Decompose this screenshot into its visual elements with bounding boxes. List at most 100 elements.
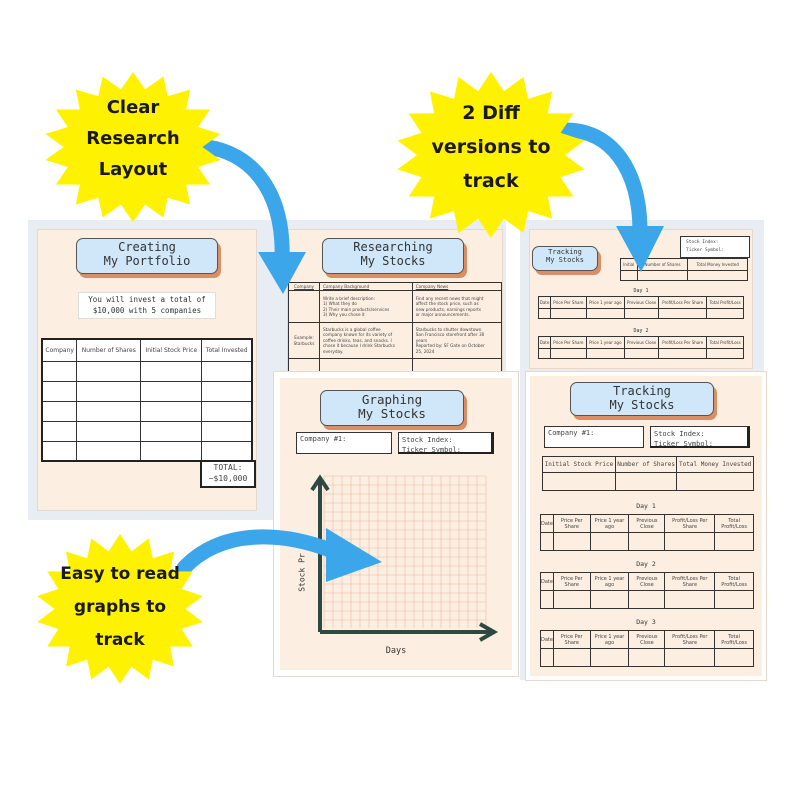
table-cell[interactable] — [76, 420, 142, 442]
table-cell[interactable] — [585, 308, 625, 319]
table-cell[interactable] — [41, 420, 78, 442]
table-cell[interactable] — [676, 472, 754, 491]
table-cell[interactable] — [714, 590, 754, 609]
header-cell: Total Profit/Loss — [714, 514, 754, 533]
table-cell[interactable] — [706, 348, 744, 359]
table-cell[interactable] — [41, 440, 78, 462]
table-cell[interactable] — [550, 308, 587, 319]
table-cell[interactable] — [201, 400, 253, 422]
investment-note: You will invest a total of $10,000 with … — [78, 292, 216, 319]
text-line: 3) Why you chose it — [323, 311, 365, 317]
table-cell[interactable] — [201, 380, 253, 402]
table-cell[interactable] — [76, 400, 142, 422]
table-cell[interactable] — [319, 358, 413, 379]
table-cell[interactable] — [41, 400, 78, 422]
header-cell: Price Per Share — [550, 296, 587, 309]
text-line: company known for its variety of — [323, 332, 393, 338]
table-cell[interactable] — [41, 380, 78, 402]
table-cell[interactable] — [589, 532, 630, 551]
field-label: Company #1: — [548, 429, 595, 437]
callout-line: Clear — [106, 97, 160, 118]
table-cell[interactable] — [540, 590, 554, 609]
header-cell: Total Invested — [201, 338, 253, 362]
table-cell[interactable] — [288, 358, 320, 379]
table-cell[interactable] — [140, 360, 203, 382]
header-cell: Previous Close — [623, 296, 660, 309]
example-cell: Starbucks is a global coffee company kno… — [319, 322, 413, 359]
text-line: Starbucks to shutter downtown — [415, 326, 482, 332]
title-line: My Stocks — [358, 406, 426, 422]
header-cell: Previous Close — [628, 630, 666, 649]
note-line: You will invest a total of — [88, 295, 206, 304]
table-cell[interactable] — [620, 270, 638, 281]
table-cell[interactable] — [552, 648, 591, 667]
y-axis-arrow — [310, 474, 330, 492]
table-cell[interactable] — [41, 360, 78, 382]
company-field[interactable]: Company #1: — [544, 426, 644, 448]
header-cell: Company — [41, 338, 78, 362]
table-cell[interactable] — [628, 590, 666, 609]
header-cell: Total Profit/Loss — [714, 572, 754, 591]
table-cell[interactable] — [537, 308, 552, 319]
table-cell[interactable] — [411, 358, 503, 379]
text-line: 2) Their main products/services — [323, 306, 390, 312]
title-line: My Stocks — [609, 397, 675, 412]
header-cell: Total Money Invested — [687, 258, 748, 271]
header-cell: Previous Close — [628, 572, 666, 591]
day-table: Date Price Per Share Price 1 year ago Pr… — [537, 336, 744, 359]
table-cell[interactable] — [540, 648, 554, 667]
table-cell[interactable] — [201, 440, 253, 462]
stock-index-field[interactable]: Stock Index: Ticker Symbol: — [680, 236, 750, 258]
table-cell[interactable] — [589, 590, 630, 609]
table-cell[interactable] — [140, 380, 203, 402]
table-cell[interactable] — [585, 348, 625, 359]
table-cell[interactable] — [628, 648, 666, 667]
header-cell: Initial Stock Price — [542, 456, 616, 473]
table-cell[interactable] — [140, 420, 203, 442]
table-cell[interactable] — [76, 380, 142, 402]
table-cell[interactable] — [714, 648, 754, 667]
table-cell[interactable] — [552, 532, 591, 551]
table-cell[interactable] — [589, 648, 630, 667]
table-cell[interactable] — [552, 590, 591, 609]
header-cell: Total Profit/Loss — [706, 336, 744, 349]
stock-index-field[interactable]: Stock Index: Ticker Symbol: — [398, 432, 494, 454]
table-cell[interactable] — [706, 308, 744, 319]
tracking-page-small: Tracking My Stocks Stock Index: Ticker S… — [530, 230, 752, 368]
table-cell[interactable] — [658, 308, 708, 319]
table-cell[interactable] — [664, 590, 716, 609]
table-cell[interactable] — [658, 348, 708, 359]
table-cell[interactable] — [687, 270, 748, 281]
company-field[interactable]: Company #1: — [296, 432, 392, 454]
text-line: chose it because I drink Starbucks — [323, 343, 395, 349]
table-cell[interactable] — [623, 308, 660, 319]
table-cell[interactable] — [201, 360, 253, 382]
stock-index-field[interactable]: Stock Index: Ticker Symbol: — [650, 426, 750, 448]
table-cell[interactable] — [714, 532, 754, 551]
table-cell[interactable] — [201, 420, 253, 442]
table-cell[interactable] — [614, 472, 678, 491]
table-cell[interactable] — [140, 440, 203, 462]
title-line: Graphing — [361, 392, 423, 407]
table-cell[interactable] — [623, 348, 660, 359]
x-axis-arrow — [479, 622, 499, 642]
table-cell[interactable] — [664, 648, 716, 667]
header-cell: Price 1 year ago — [589, 572, 630, 591]
table-cell[interactable] — [537, 348, 552, 359]
table-cell[interactable] — [140, 400, 203, 422]
callout-line: graphs to — [73, 597, 167, 617]
table-cell[interactable] — [76, 360, 142, 382]
table-cell[interactable] — [628, 532, 666, 551]
day-label: Day 3 — [636, 618, 656, 626]
table-cell[interactable] — [636, 270, 689, 281]
day-label: Day 1 — [633, 288, 649, 294]
table-cell[interactable] — [76, 440, 142, 462]
research-page: Researching My Stocks Company Company Ba… — [288, 230, 503, 380]
table-cell[interactable] — [664, 532, 716, 551]
table-cell[interactable] — [550, 348, 587, 359]
header-cell: Profit/Loss Per Share — [664, 514, 716, 533]
table-cell[interactable] — [542, 472, 616, 491]
table-cell[interactable] — [540, 532, 554, 551]
page-title: Researching My Stocks — [322, 238, 464, 274]
header-cell: Previous Close — [628, 514, 666, 533]
